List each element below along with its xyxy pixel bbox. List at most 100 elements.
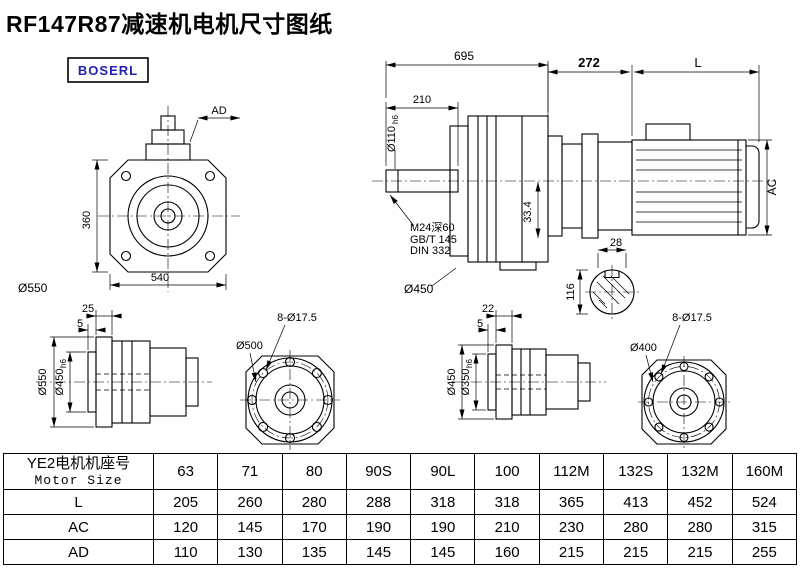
- cell: 260: [217, 489, 283, 515]
- dim-5: 5: [77, 318, 83, 330]
- cell: 255: [731, 539, 798, 565]
- dim-spigot-350: Ø350 h6: [460, 359, 474, 396]
- brand-logo-box: [67, 57, 149, 83]
- table-row-AD: AD 110 130 135 145 145 160 215 215 215 2…: [3, 539, 798, 565]
- row-label: AC: [3, 514, 154, 540]
- dim-shaft-dia: Ø110 h6: [386, 115, 400, 152]
- dim-116: 116: [565, 283, 577, 301]
- dim-210: 210: [413, 94, 431, 106]
- dim-L: L: [694, 55, 701, 70]
- dim-272: 272: [578, 55, 600, 70]
- table-row-L: L 205 260 280 288 318 318 365 413 452 52…: [3, 489, 798, 515]
- table-header-row: YE2电机机座号 Motor Size 63 71 80 90S 90L 100…: [3, 453, 798, 490]
- output-boss: [127, 175, 209, 257]
- dim-bolt-circle-500: Ø500: [236, 340, 263, 352]
- table-header-cn: YE2电机机座号: [26, 454, 131, 472]
- page-title: RF147R87减速机电机尺寸图纸: [6, 11, 333, 37]
- output-shaft: [385, 169, 459, 193]
- svg-text:h6: h6: [391, 115, 400, 124]
- cell: 315: [731, 514, 798, 540]
- cell: 120: [152, 514, 219, 540]
- flange-outline: [245, 355, 335, 445]
- note-bolt-holes-b: 8-Ø17.5: [277, 312, 317, 324]
- svg-text:Ø350: Ø350: [460, 369, 472, 396]
- brand-logo-text: BOSERL: [78, 63, 138, 78]
- dim-flange-dia-450: Ø450: [404, 282, 434, 296]
- dim-flange-od-550: Ø550: [37, 369, 49, 396]
- cell: 524: [731, 489, 798, 515]
- motor-view: 272 L AC 28: [547, 55, 779, 319]
- cell: 215: [538, 539, 605, 565]
- cell: 280: [281, 489, 347, 515]
- col-header: 90S: [345, 453, 412, 490]
- svg-text:Ø110: Ø110: [386, 126, 398, 152]
- cell: 215: [603, 539, 669, 565]
- motor-body: [631, 139, 747, 236]
- table-header-en: Motor Size: [34, 472, 123, 488]
- cell: 288: [345, 489, 412, 515]
- note-tap-hole: M24深60: [410, 221, 455, 234]
- col-header: 71: [217, 453, 283, 490]
- front-view: AD 360 540 Ø550: [18, 105, 240, 295]
- svg-text:h6: h6: [465, 359, 474, 368]
- flange-side-view-a: 25 5 Ø550 Ø450 h6: [36, 303, 212, 428]
- motor-flange: [581, 133, 599, 239]
- dim-28: 28: [610, 237, 622, 249]
- col-header: 90L: [410, 453, 476, 490]
- cell: 215: [667, 539, 733, 565]
- table-header-cell: YE2电机机座号 Motor Size: [3, 453, 154, 490]
- row-label: L: [3, 489, 154, 515]
- dim-25: 25: [82, 303, 94, 315]
- cell: 190: [410, 514, 476, 540]
- note-standard-gbt145: GB/T 145: [410, 234, 457, 246]
- gear-housing: [467, 115, 549, 263]
- cell: 110: [152, 539, 219, 565]
- col-header: 100: [474, 453, 540, 490]
- motor-size-table: YE2电机机座号 Motor Size 63 71 80 90S 90L 100…: [3, 453, 798, 565]
- dim-ad: AD: [211, 105, 226, 117]
- dim-AC: AC: [765, 178, 779, 195]
- brand-logo: BOSERL: [67, 57, 149, 83]
- cell: 280: [603, 514, 669, 540]
- fan-cover: [745, 145, 760, 229]
- cell: 210: [474, 514, 540, 540]
- cell: 190: [345, 514, 412, 540]
- col-header: 132S: [603, 453, 669, 490]
- cell: 130: [217, 539, 283, 565]
- dim-22: 22: [482, 303, 494, 315]
- cell: 230: [538, 514, 605, 540]
- cell: 452: [667, 489, 733, 515]
- dim-spigot-450: Ø450 h6: [54, 359, 68, 396]
- terminal-box: [645, 123, 691, 141]
- cell: 145: [410, 539, 476, 565]
- dim-695: 695: [454, 49, 474, 63]
- note-standard-din332: DIN 332: [410, 245, 450, 257]
- note-bolt-holes-d: 8-Ø17.5: [672, 312, 712, 324]
- technical-drawing: BOSERL AD 360: [18, 49, 779, 450]
- cell: 145: [345, 539, 412, 565]
- cell: 318: [474, 489, 540, 515]
- dim-bolt-circle-400: Ø400: [630, 342, 657, 354]
- dim-outer-dia-550: Ø550: [18, 281, 48, 295]
- dim-33-4: 33.4: [522, 201, 534, 222]
- cell: 205: [152, 489, 219, 515]
- dim-flange-od-450: Ø450: [446, 369, 458, 396]
- side-view: 210 695 Ø110 h6 M24深60 GB/T 145 DIN 332 …: [372, 49, 776, 296]
- cell: 413: [603, 489, 669, 515]
- cell: 145: [217, 514, 283, 540]
- cell: 170: [281, 514, 347, 540]
- flange-side-view-c: 22 5 Ø450 Ø350 h6: [446, 303, 606, 420]
- col-header: 63: [152, 453, 219, 490]
- flange-front-view-b: 8-Ø17.5 Ø500: [236, 312, 340, 450]
- cell: 135: [281, 539, 347, 565]
- svg-text:Ø450: Ø450: [54, 369, 66, 396]
- dim-540: 540: [151, 272, 169, 284]
- cell: 280: [667, 514, 733, 540]
- svg-text:h6: h6: [59, 359, 68, 368]
- cell: 318: [410, 489, 476, 515]
- cell: 365: [538, 489, 605, 515]
- flange-front-view-d: 8-Ø17.5 Ø400: [630, 312, 730, 448]
- flange-outline: [641, 359, 727, 445]
- dim-5c: 5: [477, 318, 483, 330]
